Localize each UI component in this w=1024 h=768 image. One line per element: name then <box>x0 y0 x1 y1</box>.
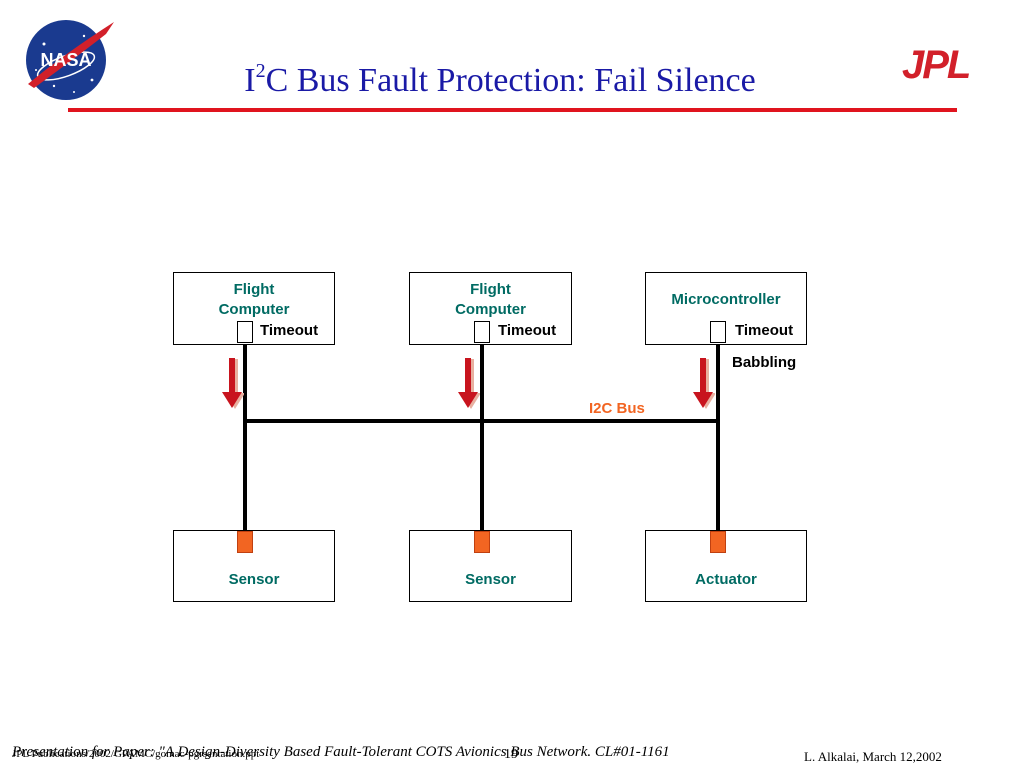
down-arrow-icon-1 <box>222 358 244 409</box>
down-arrow-icon-3 <box>693 358 715 409</box>
slide-title: I2C Bus Fault Protection: Fail Silence <box>244 60 756 99</box>
title-underline <box>68 108 957 112</box>
node-label: Flight Computer <box>455 281 526 318</box>
node-microcontroller: Microcontroller <box>645 272 807 345</box>
svg-text:JPL: JPL <box>902 43 970 86</box>
node-sensor-1: Sensor <box>173 530 335 602</box>
connector-port-3 <box>710 531 726 553</box>
nasa-logo: NASA <box>26 20 114 100</box>
footer-page-number: 19 <box>504 747 518 762</box>
down-arrow-icon-2 <box>458 358 480 409</box>
timeout-box-2 <box>474 321 490 343</box>
connector-port-1 <box>237 531 253 553</box>
jpl-logo: JPL <box>902 43 972 86</box>
node-label: Flight Computer <box>218 281 290 318</box>
footer-file-path: JPL Publications/2002/GPAMC/gomac-pgrsen… <box>12 748 260 760</box>
bus-line-vertical-3 <box>716 343 720 531</box>
node-label: Actuator <box>695 571 757 588</box>
timeout-label-1: Timeout <box>260 322 319 339</box>
footer-citation: Presentation for Paper: "A Design-Divers… <box>12 744 670 760</box>
node-sensor-2: Sensor <box>409 530 572 602</box>
bus-label: I2C Bus <box>589 400 645 417</box>
timeout-label-2: Timeout <box>498 322 557 339</box>
node-label: Sensor <box>228 571 280 588</box>
node-label: Sensor <box>465 571 516 588</box>
node-label: Microcontroller <box>671 291 781 308</box>
node-flight-computer-2: Flight Computer <box>409 272 572 345</box>
svg-text:NASA: NASA <box>40 50 91 70</box>
footer-author-date: L. Alkalai, March 12,2002 <box>804 749 942 764</box>
node-flight-computer-1: Flight Computer <box>173 272 335 345</box>
connector-port-2 <box>474 531 490 553</box>
bus-line-vertical-2 <box>480 343 484 531</box>
bus-line-vertical-1 <box>243 343 247 531</box>
timeout-label-3: Timeout <box>735 322 794 339</box>
node-actuator: Actuator <box>645 530 807 602</box>
timeout-box-1 <box>237 321 253 343</box>
timeout-box-3 <box>710 321 726 343</box>
babbling-label: Babbling <box>732 354 797 371</box>
